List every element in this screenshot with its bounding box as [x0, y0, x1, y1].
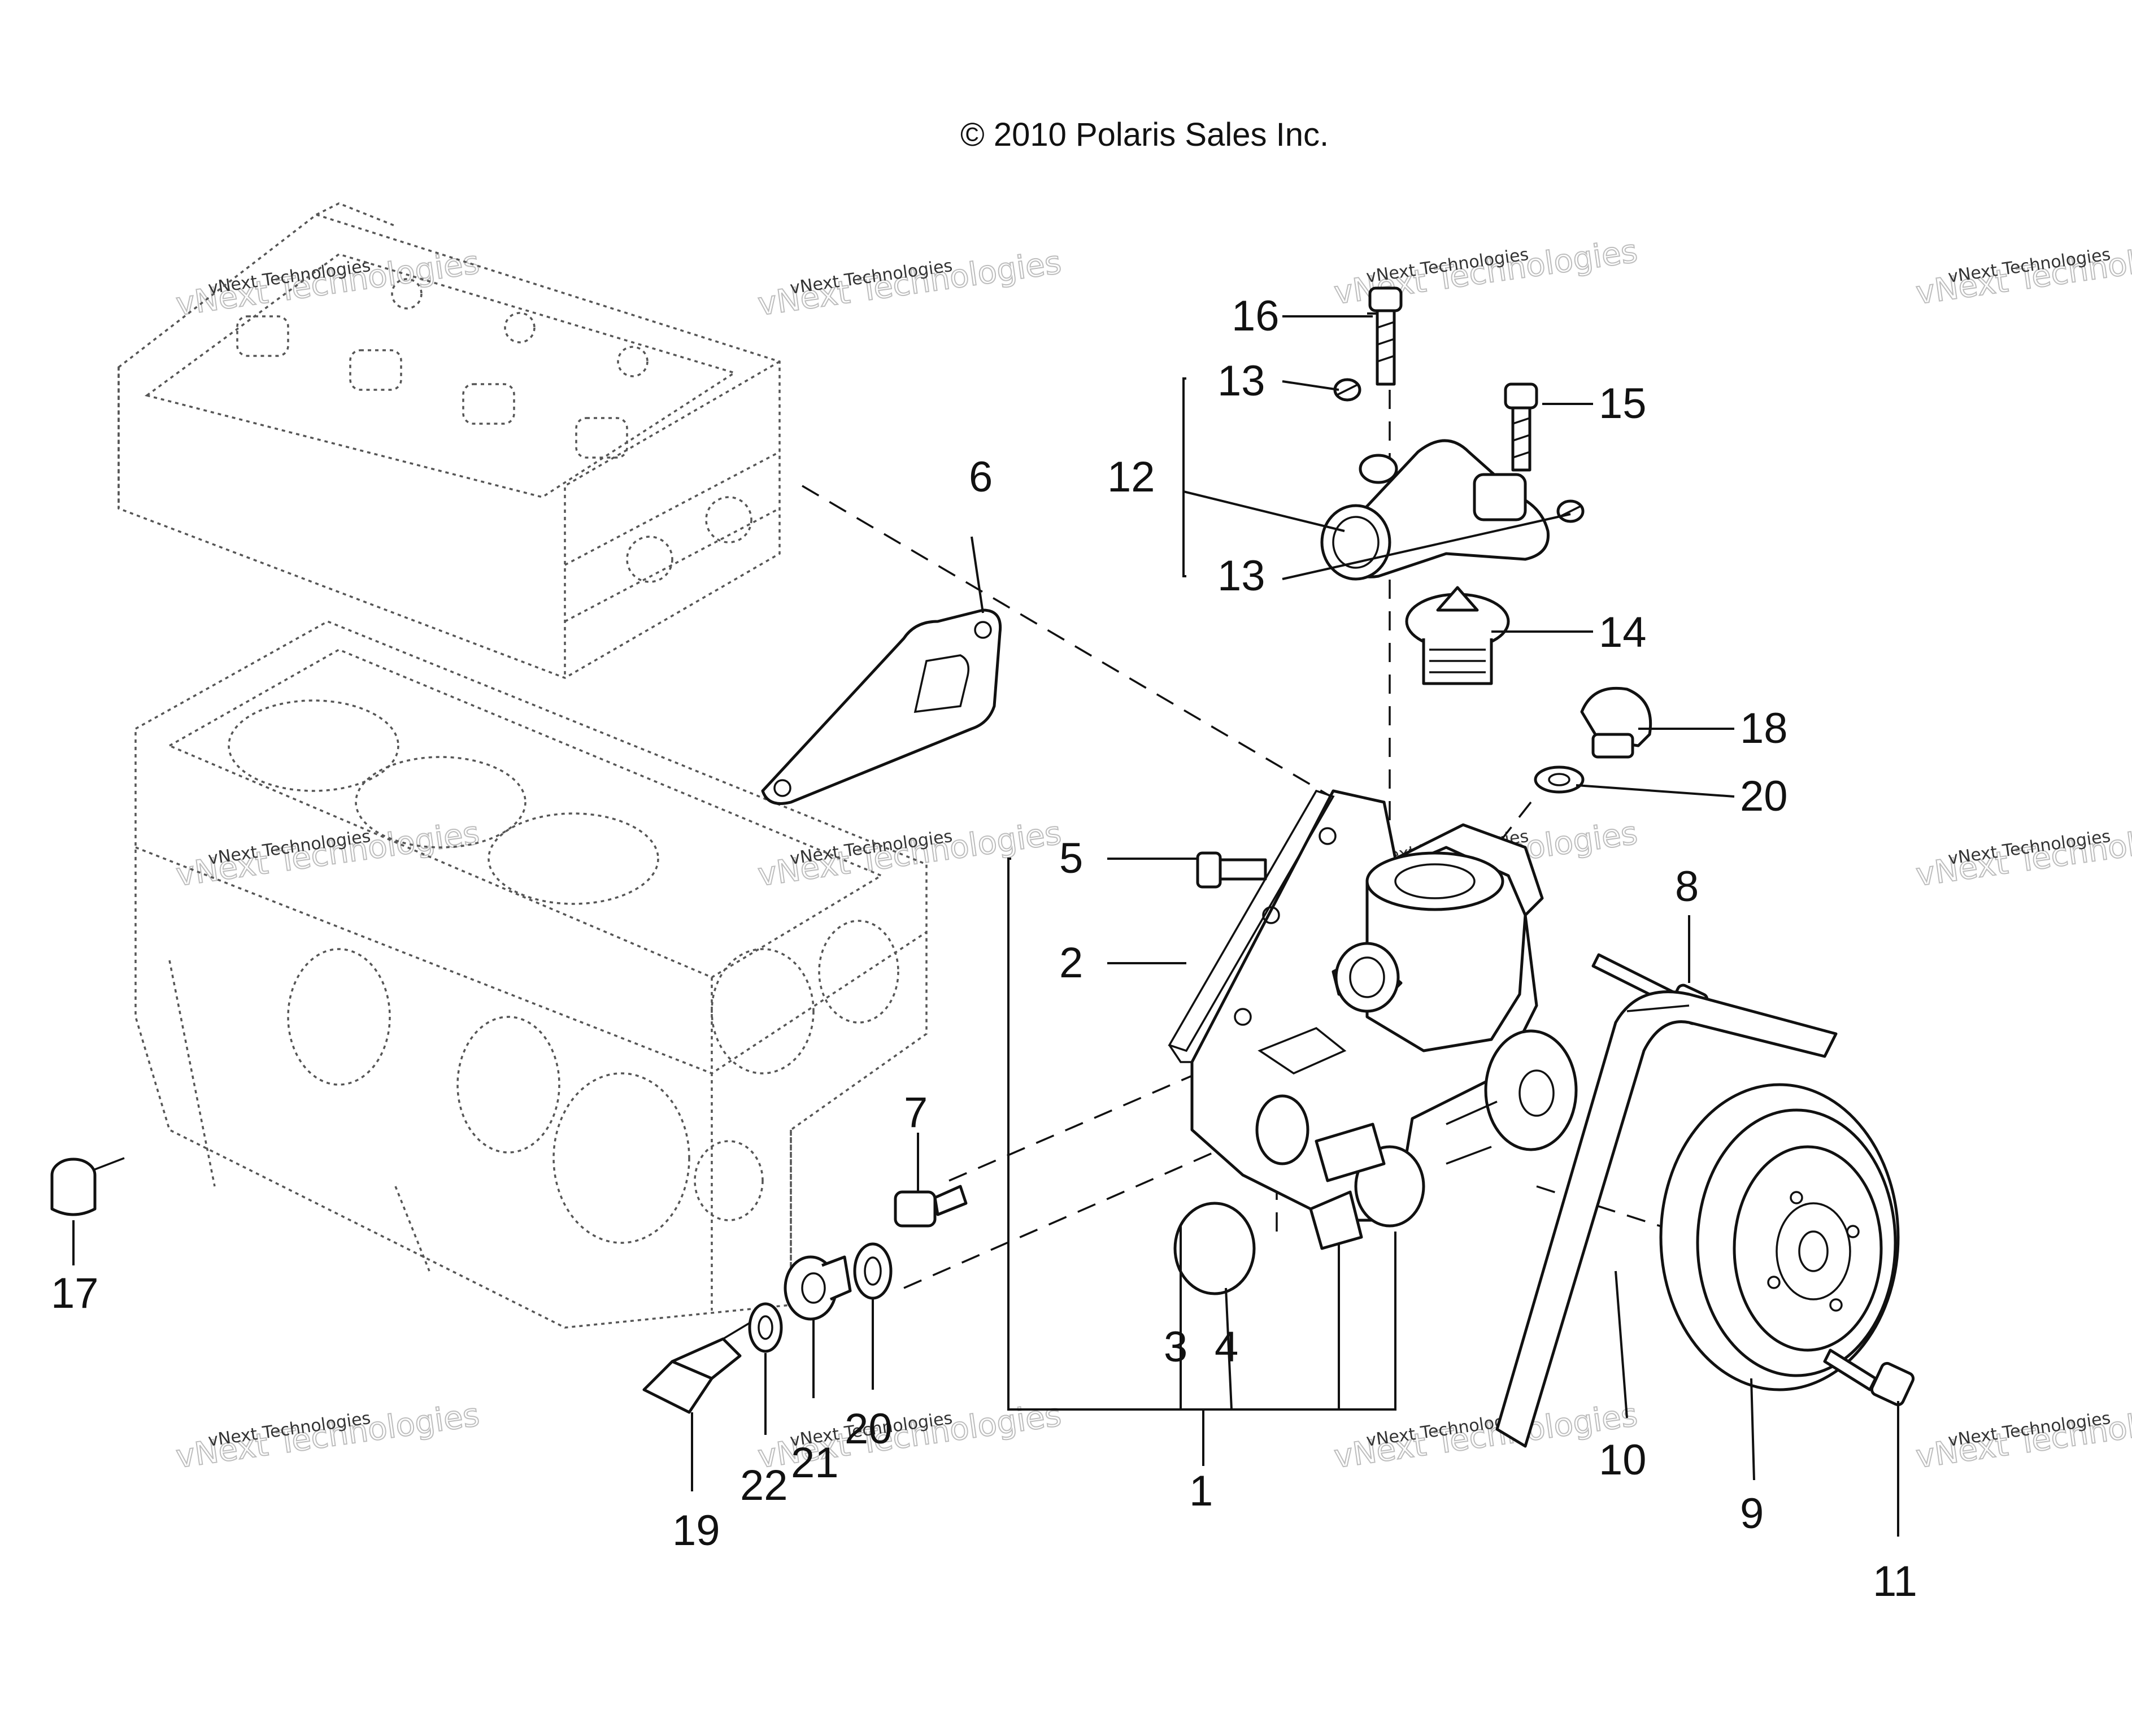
- water-pump-part-1: [1190, 789, 1578, 1228]
- watermark: vNext Technologies vNext Technologies: [173, 1396, 482, 1476]
- callout-9: 9: [1740, 1490, 1764, 1538]
- washer-part-20a: [1534, 765, 1585, 794]
- callout-19: 19: [672, 1507, 720, 1555]
- watermark: vNext Technologies vNext Technologies: [755, 243, 1064, 324]
- callout-8: 8: [1675, 863, 1699, 911]
- cylinder-head-ghost: [118, 202, 781, 679]
- callout-20-right: 20: [1740, 772, 1788, 820]
- callout-14: 14: [1599, 608, 1647, 656]
- callout-17: 17: [51, 1269, 99, 1317]
- callout-21: 21: [791, 1439, 839, 1487]
- watermark: vNext Technologies vNext Technologies: [1913, 814, 2132, 894]
- callout-12: 12: [1107, 453, 1155, 501]
- callout-11: 11: [1873, 1557, 1917, 1606]
- o-ring-part-3-4: [1173, 1202, 1256, 1295]
- thermostat-part-14: [1405, 586, 1510, 685]
- callout-7: 7: [904, 1089, 928, 1137]
- seal-part-1b: [1309, 1190, 1363, 1250]
- pump-gasket-part-2: [1168, 789, 1335, 1063]
- washer-part-20b: [853, 1242, 893, 1300]
- adaptor-part-21: [784, 1255, 852, 1321]
- plug-part-17: [50, 1157, 125, 1216]
- callout-6: 6: [969, 453, 993, 501]
- watermark: vNext Technologies vNext Technologies: [1332, 1396, 1641, 1476]
- washer-part-22: [748, 1302, 783, 1353]
- leader-lines: [72, 312, 1899, 1537]
- pulley-part-9: [1659, 1083, 1900, 1391]
- bolt-part-16: [1368, 286, 1403, 386]
- callout-1: 1: [1189, 1467, 1213, 1515]
- cylinder-block-ghost: [134, 620, 928, 1329]
- callout-16: 16: [1232, 292, 1280, 340]
- callout-labels: 16 13 15 12 13 14 18 20 6 5 2 8 7 3 4 1 …: [51, 292, 1917, 1606]
- temp-sensor-part-19: [642, 1321, 752, 1414]
- watermark: vNext Technologies vNext Technologies: [1913, 232, 2132, 312]
- drain-cap-part-18: [1580, 686, 1652, 759]
- callout-4: 4: [1215, 1323, 1238, 1371]
- callout-5: 5: [1059, 834, 1083, 882]
- callout-3: 3: [1164, 1323, 1187, 1371]
- bolt-part-7: [894, 1185, 968, 1228]
- bolt-part-5: [1196, 851, 1267, 889]
- thermostat-housing-part-12: [1320, 439, 1550, 581]
- callout-2: 2: [1059, 939, 1083, 987]
- callout-13-bottom: 13: [1217, 552, 1265, 600]
- bolt-part-15: [1504, 382, 1538, 472]
- bolt-part-11: [1823, 1348, 1915, 1407]
- belt-part-10: [1495, 990, 1838, 1448]
- watermark: vNext Technologies vNext Technologies: [755, 814, 1064, 894]
- callout-15: 15: [1599, 380, 1647, 428]
- plug-part-13b: [1556, 499, 1585, 523]
- callout-20-left: 20: [845, 1405, 893, 1453]
- callout-22: 22: [740, 1461, 788, 1509]
- callout-13-top: 13: [1217, 357, 1265, 405]
- gasket-part-6: [761, 608, 1002, 805]
- callout-10: 10: [1599, 1436, 1647, 1484]
- watermark: vNext Technologies vNext Technologies: [1913, 1396, 2132, 1476]
- copyright-text: © 2010 Polaris Sales Inc.: [960, 116, 1329, 153]
- callout-18: 18: [1740, 704, 1788, 752]
